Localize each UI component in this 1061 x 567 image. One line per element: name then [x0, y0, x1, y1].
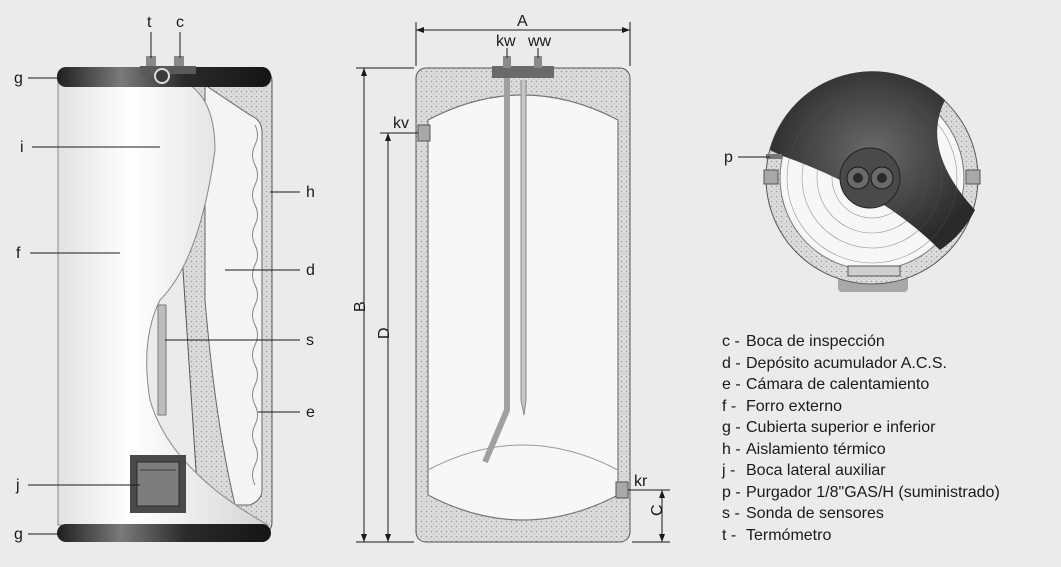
top-view: p	[724, 71, 981, 292]
thermometer-icon	[154, 68, 170, 84]
section-sensor-tube	[520, 80, 527, 416]
top-fitting-right	[174, 56, 184, 70]
label-kw: kw	[496, 33, 516, 50]
label-i: i	[20, 139, 24, 156]
top-view-flange	[839, 147, 901, 209]
label-e: e	[306, 404, 315, 421]
legend-code: f -	[722, 397, 737, 415]
cold-water-pipe	[482, 78, 510, 464]
legend-list: c - Boca de inspección d - Depósito acumul…	[722, 331, 1000, 546]
legend-text: Cubierta superior e inferior	[746, 419, 936, 436]
legend-item: e - Cámara de calentamiento	[722, 374, 1000, 396]
label-h: h	[306, 184, 315, 201]
purge-valve	[766, 154, 782, 159]
legend-text: Sonda de sensores	[746, 505, 884, 522]
legend-code: g -	[722, 419, 741, 436]
label-t: t	[147, 14, 152, 31]
legend-code: e -	[722, 376, 741, 393]
dim-A: A	[517, 13, 528, 30]
legend-item: t - Termómetro	[722, 525, 1000, 547]
legend-item: c - Boca de inspección	[722, 331, 1000, 353]
legend-item: s - Sonda de sensores	[722, 503, 1000, 525]
label-d: d	[306, 262, 315, 279]
legend-code: p -	[722, 483, 741, 501]
top-view-port-left	[763, 169, 779, 185]
legend-code: j -	[722, 462, 736, 479]
inner-tank-cutaway	[204, 84, 263, 506]
legend-item: j - Boca lateral auxiliar	[722, 460, 1000, 482]
section-chamber-bottom	[427, 444, 619, 471]
legend-code: h -	[722, 440, 741, 458]
legend-item: p - Purgador 1/8"GAS/H (suministrado)	[722, 482, 1000, 504]
legend-code: s -	[722, 505, 740, 522]
port-kv	[417, 124, 431, 142]
side-view: t c g i f h d s e j g	[14, 14, 315, 543]
inspection-flange	[140, 66, 196, 74]
port-kr	[615, 481, 629, 499]
bottom-cover	[57, 524, 271, 542]
section-view: A kw ww B D kv C kr	[352, 13, 670, 543]
top-view-bottom-port	[847, 265, 901, 277]
outer-shell	[57, 77, 270, 526]
label-kv: kv	[393, 115, 409, 132]
legend-code: d -	[722, 354, 741, 372]
legend-item: g - Cubierta superior e inferior	[722, 417, 1000, 439]
label-f: f	[16, 245, 21, 262]
label-ww: ww	[527, 33, 552, 50]
label-g-top: g	[14, 70, 23, 87]
legend-text: Boca lateral auxiliar	[746, 462, 886, 479]
legend-text: Cámara de calentamiento	[746, 376, 930, 393]
legend-text: Depósito acumulador A.C.S.	[746, 354, 947, 372]
section-top-flange	[492, 66, 554, 78]
legend-code: c -	[722, 333, 740, 350]
dim-B: B	[352, 301, 369, 312]
legend-item: d - Depósito acumulador A.C.S.	[722, 353, 1000, 375]
legend-text: Forro externo	[746, 397, 843, 415]
legend-code: t -	[722, 526, 737, 544]
dim-C: C	[649, 504, 666, 516]
legend-item: f - Forro externo	[722, 396, 1000, 418]
label-g-bottom: g	[14, 526, 23, 543]
legend-item: h - Aislamiento térmico	[722, 439, 1000, 461]
label-p: p	[724, 149, 733, 166]
label-kr: kr	[634, 473, 648, 490]
label-s: s	[306, 332, 314, 349]
top-view-ring-texture	[786, 92, 958, 264]
legend-text: Aislamiento térmico	[746, 440, 886, 458]
top-fitting-left	[146, 56, 156, 70]
legend-text: Termómetro	[746, 526, 832, 544]
label-j: j	[15, 477, 20, 494]
heating-chamber-wave	[252, 124, 258, 486]
dim-D: D	[376, 327, 393, 339]
legend-text: Purgador 1/8"GAS/H (suministrado)	[746, 483, 1000, 501]
auxiliary-port-face	[136, 461, 180, 507]
label-c: c	[176, 14, 184, 31]
legend-text: Boca de inspección	[746, 333, 885, 350]
sensor-probe	[157, 304, 167, 416]
top-view-port-right	[965, 169, 981, 185]
